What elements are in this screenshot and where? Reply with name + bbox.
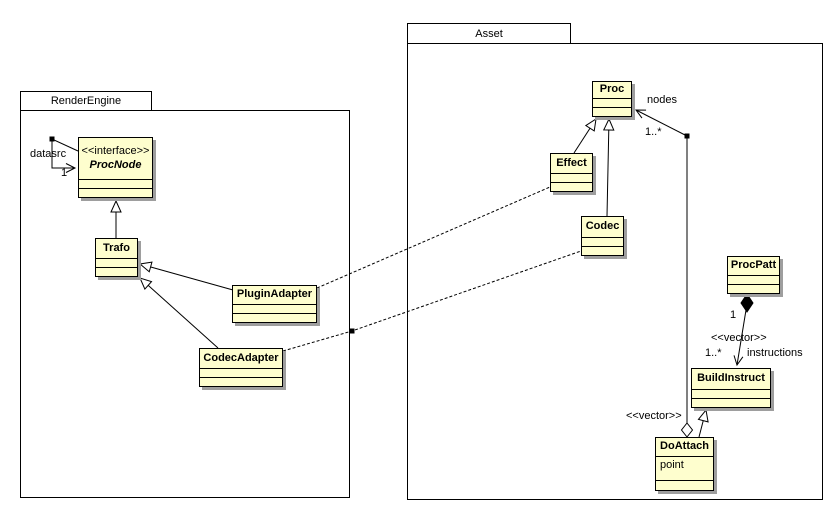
class-proc[interactable]: Proc (592, 81, 632, 117)
procnode-name: ProcNode (89, 158, 142, 171)
label-instructions-multiplicity: 1..* (705, 347, 722, 359)
trafo-operations (96, 267, 137, 276)
procpatt-attributes (728, 275, 779, 284)
class-codec[interactable]: Codec (581, 216, 624, 256)
effect-operations (551, 182, 592, 191)
class-doattach[interactable]: DoAttach point (655, 437, 714, 491)
trafo-name: Trafo (103, 241, 130, 254)
buildinstruct-attributes (692, 389, 770, 398)
dependency-codecadapter-codec[interactable] (282, 250, 582, 352)
proc-operations (593, 107, 631, 116)
association-instructions[interactable] (733, 309, 747, 367)
dependency-pluginadapter-effect[interactable] (316, 186, 551, 289)
generalization-pluginadapter-trafo[interactable] (138, 261, 234, 291)
codecadapter-operations (200, 377, 282, 386)
doattach-name: DoAttach (660, 440, 709, 453)
buildinstruct-name: BuildInstruct (697, 372, 765, 385)
generalization-codecadapter-trafo[interactable] (139, 277, 219, 349)
doattach-attribute-point: point (656, 456, 713, 480)
class-buildinstruct[interactable]: BuildInstruct (691, 368, 771, 408)
bendpoint-dependency (349, 328, 355, 334)
generalization-effect-proc[interactable] (573, 117, 597, 154)
class-effect[interactable]: Effect (550, 153, 593, 192)
aggregation-diamond-doattach (680, 422, 694, 438)
label-instructions-name: instructions (747, 347, 803, 359)
codec-name: Codec (585, 220, 620, 233)
doattach-operations (656, 480, 713, 490)
codecadapter-name: CodecAdapter (203, 351, 279, 364)
proc-name: Proc (599, 83, 625, 96)
pluginadapter-name: PluginAdapter (236, 288, 313, 301)
buildinstruct-operations (692, 398, 770, 407)
codec-operations (582, 246, 623, 255)
pluginadapter-attributes (233, 304, 316, 313)
procnode-stereotype: <<interface>> (81, 144, 150, 157)
pluginadapter-operations (233, 313, 316, 322)
package-tab-asset[interactable]: Asset (407, 23, 571, 44)
procnode-operations (79, 188, 152, 197)
class-procnode[interactable]: <<interface>> ProcNode (78, 137, 153, 198)
package-name-renderengine: RenderEngine (50, 95, 122, 107)
label-datasrc: datasrc (30, 148, 67, 160)
procnode-attributes (79, 179, 152, 188)
label-nodes-multiplicity: 1..* (645, 126, 662, 138)
association-nodes-arrow[interactable] (635, 109, 688, 137)
effect-name: Effect (556, 156, 587, 169)
bendpoint-datasrc (49, 136, 55, 142)
class-codecadapter[interactable]: CodecAdapter (199, 348, 283, 387)
trafo-attributes (96, 258, 137, 267)
procpatt-name: ProcPatt (730, 259, 777, 272)
label-datasrc-multiplicity: 1 (61, 167, 68, 179)
label-nodes: nodes (647, 94, 677, 106)
class-procpatt[interactable]: ProcPatt (727, 256, 780, 294)
package-name-asset: Asset (475, 27, 503, 40)
proc-attributes (593, 98, 631, 107)
label-instructions-stereotype: <<vector>> (711, 332, 767, 344)
bendpoint-nodes (684, 133, 690, 139)
association-datasrc-self[interactable] (51, 138, 79, 173)
composition-diamond-procpatt (740, 293, 754, 313)
generalization-doattach-buildinstruct[interactable] (697, 408, 709, 438)
procpatt-operations (728, 284, 779, 293)
label-nodes-vector-stereotype: <<vector>> (626, 410, 682, 422)
effect-attributes (551, 173, 592, 182)
label-procpatt-multiplicity: 1 (730, 309, 737, 321)
codec-attributes (582, 237, 623, 246)
class-trafo[interactable]: Trafo (95, 238, 138, 277)
class-pluginadapter[interactable]: PluginAdapter (232, 285, 317, 323)
generalization-codec-proc[interactable] (602, 117, 615, 217)
codecadapter-attributes (200, 368, 282, 377)
